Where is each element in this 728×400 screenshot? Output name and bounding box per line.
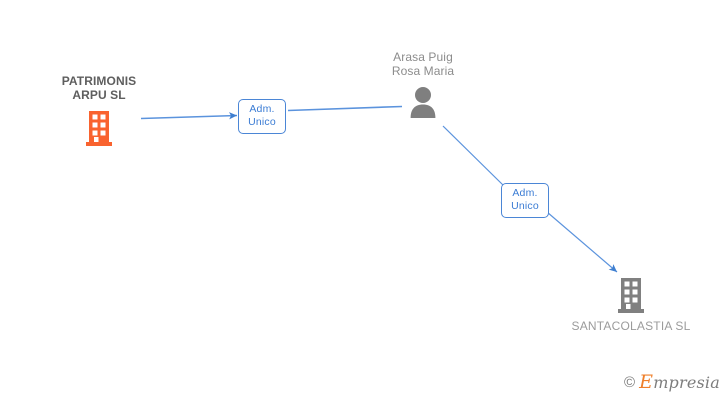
edge-label-adm-unico-santacolastia[interactable]: Adm. Unico xyxy=(501,183,549,218)
brand-wordmark: Empresia xyxy=(639,373,720,392)
node-label-person: Arasa Puig Rosa Maria xyxy=(391,50,455,78)
edge-box2-to-santacolastia xyxy=(546,211,618,273)
edge-label-line2: Unico xyxy=(248,116,276,128)
brand-initial: E xyxy=(639,371,654,393)
brand-rest: mpresia xyxy=(653,373,720,392)
watermark-empresia: © Empresia xyxy=(624,373,720,392)
node-label-santacolastia: SANTACOLASTIA SL xyxy=(571,319,691,333)
edge-label-line2: Unico xyxy=(511,200,539,212)
person-icon xyxy=(366,86,480,118)
node-company-santacolastia-sl[interactable]: SANTACOLASTIA SL xyxy=(566,278,696,333)
edge-person-to-box2 xyxy=(442,125,505,187)
node-label-patrimonis: PATRIMONIS ARPU SL xyxy=(61,74,137,102)
node-person-arasa-puig-rosa-maria[interactable]: Arasa Puig Rosa Maria xyxy=(366,50,480,118)
node-company-patrimonis-arpu-sl[interactable]: PATRIMONIS ARPU SL xyxy=(38,74,160,147)
edge-label-line1: Adm. xyxy=(512,187,538,199)
copyright-icon: © xyxy=(624,374,636,391)
building-icon xyxy=(566,278,696,314)
edge-label-line1: Adm. xyxy=(249,103,275,115)
edge-label-adm-unico-patrimonis[interactable]: Adm. Unico xyxy=(238,99,286,134)
building-icon xyxy=(38,111,160,147)
